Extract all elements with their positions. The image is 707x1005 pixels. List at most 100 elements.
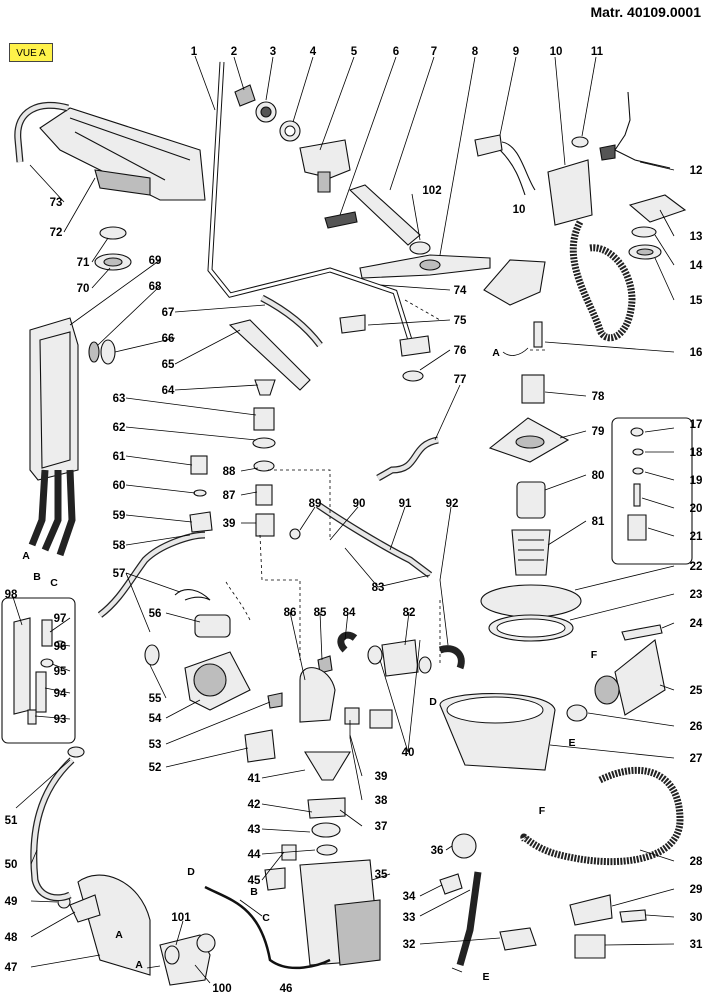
part-10-tank xyxy=(547,159,593,226)
label-42: 42 xyxy=(248,799,261,811)
label-44: 44 xyxy=(248,849,261,861)
label-80: 80 xyxy=(592,470,605,482)
label-31: 31 xyxy=(690,939,703,951)
label-95: 95 xyxy=(54,666,67,678)
label-66: 66 xyxy=(162,333,175,345)
part-10-hose xyxy=(569,220,636,342)
part-86-pump xyxy=(299,667,336,723)
part-45-valve xyxy=(264,867,286,891)
label-65: 65 xyxy=(162,359,175,371)
letter-E-33: E xyxy=(482,971,489,983)
part-33-hose xyxy=(456,871,482,966)
part-89-clip xyxy=(289,528,301,540)
label-5: 5 xyxy=(351,46,358,58)
part-7-spray-tube xyxy=(348,184,421,246)
label-14: 14 xyxy=(690,260,703,272)
label-91: 91 xyxy=(399,498,412,510)
label-29: 29 xyxy=(690,884,703,896)
label-1: 1 xyxy=(191,46,198,58)
part-51-nut xyxy=(67,746,85,758)
letter-F-28: F xyxy=(539,805,546,817)
label-43: 43 xyxy=(248,824,261,836)
inset-box-93-98 xyxy=(1,597,76,744)
label-53: 53 xyxy=(149,739,162,751)
view-label: VUE A xyxy=(9,43,53,62)
part-number-labels: 1 2 3 4 5 6 7 8 9 10 10 11 12 13 14 15 1… xyxy=(5,46,703,995)
label-69: 69 xyxy=(149,255,162,267)
part-98-strip xyxy=(13,617,31,715)
part-41-funnel xyxy=(304,751,351,781)
label-70: 70 xyxy=(77,283,90,295)
part-74-connector xyxy=(399,335,431,357)
part-2-clip xyxy=(234,84,256,107)
label-51: 51 xyxy=(5,815,18,827)
part-102-ring xyxy=(409,241,431,255)
label-93: 93 xyxy=(54,714,67,726)
label-34: 34 xyxy=(403,891,416,903)
label-100: 100 xyxy=(212,983,231,995)
label-40: 40 xyxy=(402,747,415,759)
label-101: 101 xyxy=(171,912,191,924)
label-59: 59 xyxy=(113,510,126,522)
part-80-filter xyxy=(516,481,546,519)
label-11: 11 xyxy=(591,46,604,58)
part-81-filter xyxy=(511,529,551,576)
label-46: 46 xyxy=(280,983,293,995)
part-93 xyxy=(27,709,37,725)
label-90: 90 xyxy=(353,498,366,510)
part-94 xyxy=(35,671,47,713)
part-52-block xyxy=(244,729,276,763)
part-97 xyxy=(41,619,53,647)
label-22: 22 xyxy=(690,561,703,573)
label-27: 27 xyxy=(690,753,703,765)
label-86: 86 xyxy=(284,607,297,619)
label-63: 63 xyxy=(113,393,126,405)
label-57: 57 xyxy=(113,568,126,580)
letter-C-left: C xyxy=(50,577,58,589)
part-66-nut xyxy=(100,339,116,365)
label-89: 89 xyxy=(309,498,322,510)
label-79: 79 xyxy=(592,426,605,438)
connection-letters: A B C A A A D B C D E E F F xyxy=(22,347,598,983)
letter-D-46: D xyxy=(187,866,195,878)
part-71-ring xyxy=(99,226,127,240)
part-14-seal xyxy=(631,226,657,238)
part-53-part xyxy=(267,692,283,709)
label-12: 12 xyxy=(690,165,703,177)
part-32-valve xyxy=(499,927,537,951)
part-24-bracket xyxy=(621,624,663,641)
label-25: 25 xyxy=(690,685,703,697)
label-97: 97 xyxy=(54,613,67,625)
part-60-ring xyxy=(193,489,207,497)
part-57-spring xyxy=(174,589,211,601)
part-96 xyxy=(54,640,66,648)
part-68-seal xyxy=(88,341,100,363)
label-92: 92 xyxy=(446,498,459,510)
part-85-part xyxy=(317,655,333,674)
label-45: 45 xyxy=(248,875,261,887)
part-5-housing xyxy=(299,139,351,179)
label-10: 10 xyxy=(550,46,563,58)
part-65-lower-arm xyxy=(228,319,311,391)
label-102: 102 xyxy=(422,185,441,197)
label-15: 15 xyxy=(690,295,703,307)
label-83: 83 xyxy=(372,582,385,594)
part-21 xyxy=(627,514,647,541)
label-33: 33 xyxy=(403,912,416,924)
part-59-tee xyxy=(189,511,213,533)
label-30: 30 xyxy=(690,912,703,924)
letter-A-left: A xyxy=(22,550,30,562)
label-96: 96 xyxy=(54,641,67,653)
part-30 xyxy=(619,909,647,923)
inset-box-17-21 xyxy=(611,417,693,565)
part-hose-a xyxy=(28,469,49,547)
label-24: 24 xyxy=(690,618,703,630)
part-76-caps xyxy=(402,370,424,382)
part-6-seal xyxy=(324,211,358,229)
part-56-capacitor xyxy=(194,614,231,638)
label-52: 52 xyxy=(149,762,162,774)
label-18: 18 xyxy=(690,447,703,459)
label-19: 19 xyxy=(690,475,703,487)
part-101-connector xyxy=(164,945,180,965)
label-32: 32 xyxy=(403,939,416,951)
